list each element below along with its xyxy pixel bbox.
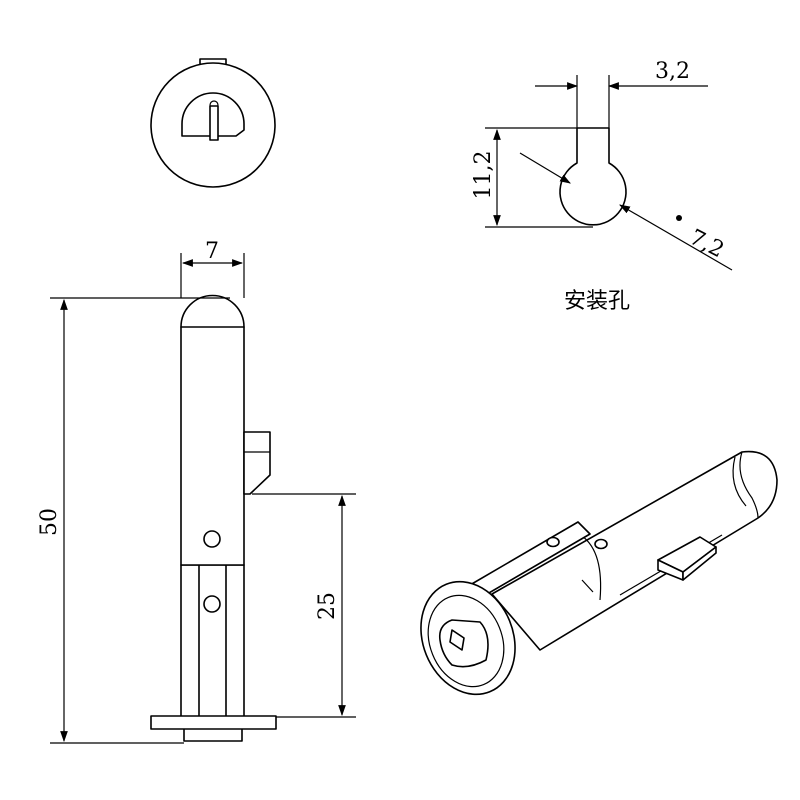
iso-cylinder-body bbox=[491, 450, 778, 651]
iso-rail-hole bbox=[546, 536, 560, 548]
side-view-main-body bbox=[180, 294, 245, 566]
iso-body-step bbox=[581, 535, 602, 601]
mounting-hole-caption: 安装孔 bbox=[564, 289, 630, 314]
iso-body-hole bbox=[594, 538, 608, 550]
top-view bbox=[150, 58, 276, 188]
slot-width-label: 3,2 bbox=[655, 59, 690, 84]
hole-diameter-leader-upper bbox=[519, 152, 571, 184]
side-view-lower-pin bbox=[203, 595, 221, 613]
total-length-label: 50 bbox=[37, 508, 62, 536]
mounting-hole-detail: 3,2 11,2 7,2 安装孔 bbox=[471, 59, 733, 314]
iso-flange-inner bbox=[427, 594, 505, 688]
iso-latch-front bbox=[682, 546, 717, 581]
diameter-symbol-dot bbox=[676, 215, 682, 221]
iso-end-cap-inner bbox=[732, 456, 747, 507]
hole-diameter-leader-lower bbox=[619, 204, 733, 271]
top-view-key-blade bbox=[209, 105, 219, 141]
side-view-latch bbox=[243, 431, 271, 495]
iso-keyway-slot bbox=[449, 629, 465, 651]
iso-end-cap-curve bbox=[739, 451, 759, 519]
side-view-upper-pin bbox=[203, 530, 221, 548]
side-view-flange bbox=[150, 715, 277, 730]
side-view: 7 50 25 bbox=[37, 239, 356, 744]
iso-top-rail-edge bbox=[481, 533, 591, 598]
hole-diameter-label: 7,2 bbox=[685, 225, 728, 263]
hole-height-label: 11,2 bbox=[471, 151, 496, 200]
keyhole-profile bbox=[559, 127, 627, 226]
lower-length-label: 25 bbox=[315, 592, 340, 620]
body-width-label: 7 bbox=[205, 239, 219, 264]
iso-body-seam bbox=[581, 579, 594, 593]
isometric-view bbox=[420, 450, 778, 696]
side-view-slot-channel bbox=[198, 564, 227, 718]
